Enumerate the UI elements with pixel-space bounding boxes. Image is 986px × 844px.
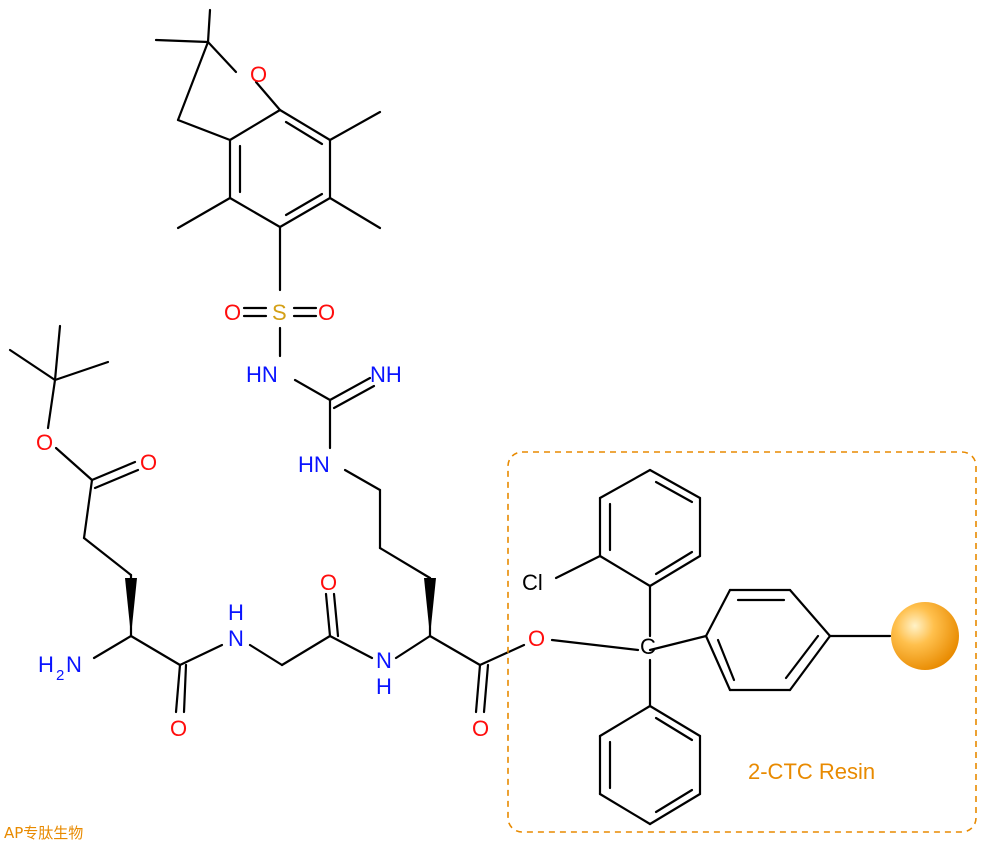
atom-n-arg: N [376, 648, 392, 673]
peptide-backbone [8, 324, 640, 714]
atom-h-arg: H [376, 674, 392, 699]
atom-h2n-sub: 2 [56, 667, 64, 684]
trityl-group [554, 468, 892, 826]
atom-o-gly-carbonyl: O [320, 570, 337, 595]
atom-o-ester: O [36, 430, 53, 455]
atom-o-furan: O [250, 62, 267, 87]
resin-box [507, 451, 977, 833]
pbf-group [154, 8, 382, 358]
resin-bead-icon [891, 602, 959, 670]
atom-o-arg-carbonyl: O [472, 716, 489, 741]
atom-hn-guan: HN [298, 452, 330, 477]
atom-h-gly: H [228, 600, 244, 625]
atom-nh-imine: NH [370, 362, 402, 387]
atom-o-resin-link: O [528, 626, 545, 651]
arginine-side-chain [293, 376, 436, 638]
atom-o-sulf-right: O [318, 300, 335, 325]
watermark-logo: AP专肽生物 [4, 824, 83, 842]
atom-cl: Cl [522, 570, 543, 595]
atom-o-sulf-left: O [224, 300, 241, 325]
atom-hn-sulf: HN [246, 362, 278, 387]
atom-c-center: C [640, 634, 656, 659]
atom-o-glu-carbonyl: O [140, 450, 157, 475]
atom-h2n-n: N [66, 652, 82, 677]
atom-s: S [272, 300, 287, 325]
atom-o-glu-amide: O [170, 716, 187, 741]
atom-h2n-h: H [38, 652, 54, 677]
resin-label: 2-CTC Resin [748, 759, 875, 784]
atom-n-gly: N [228, 626, 244, 651]
